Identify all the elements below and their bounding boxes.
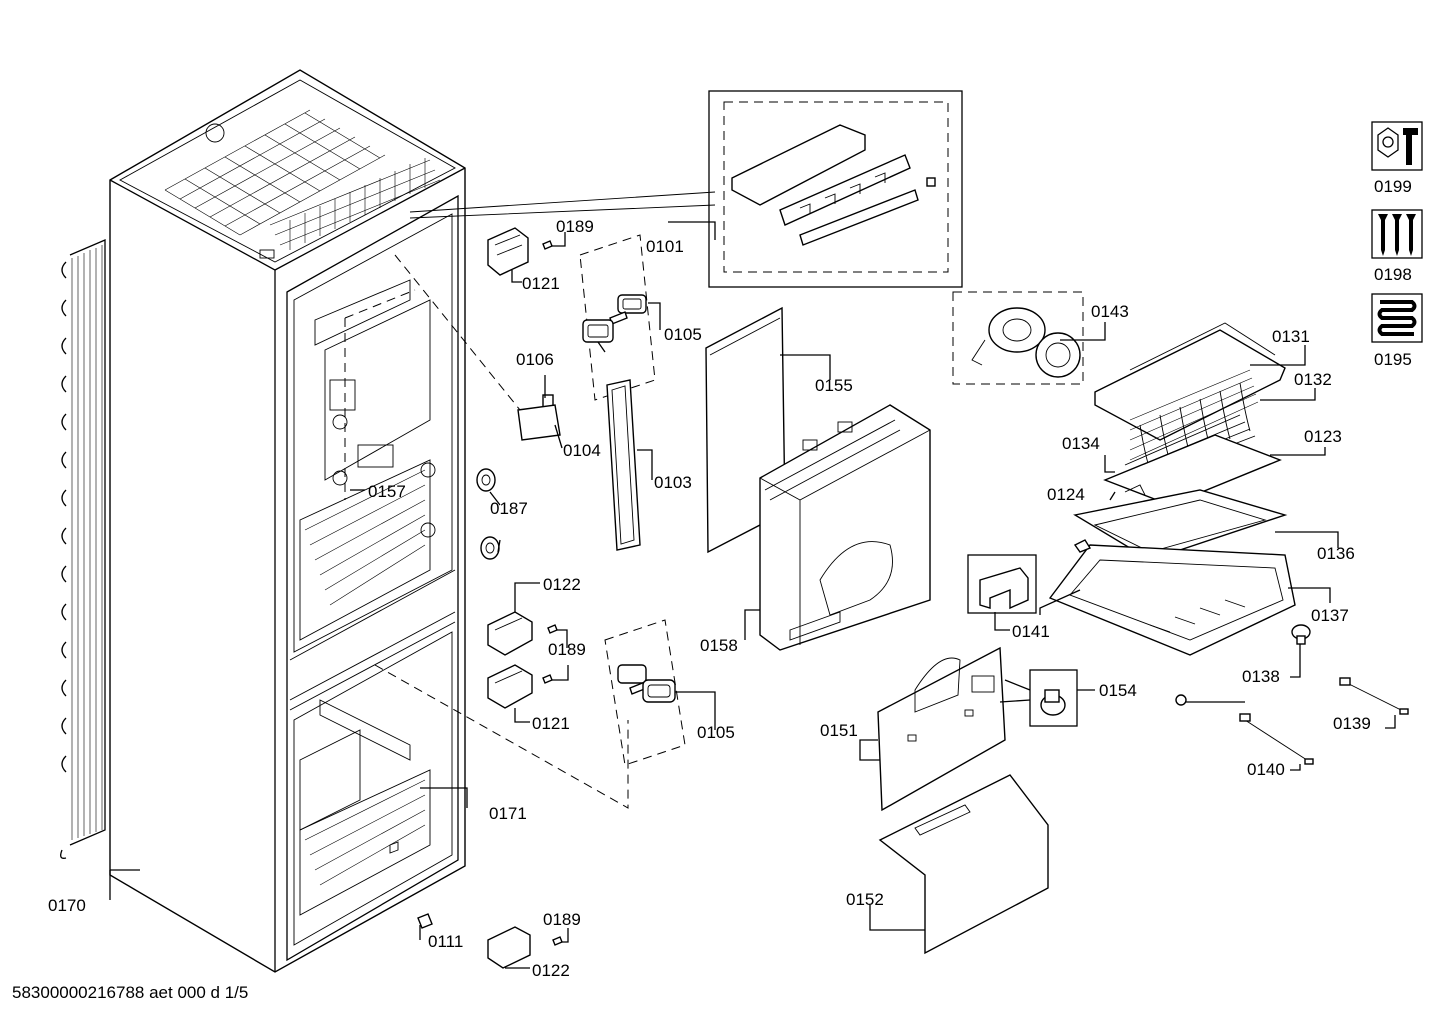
sensor-0124 bbox=[1124, 484, 1146, 496]
label-0124: 0124 bbox=[1047, 485, 1085, 504]
evaporator-coil-0132 bbox=[1129, 369, 1259, 471]
document-id-footer: 58300000216788 aet 000 d 1/5 bbox=[12, 983, 248, 1002]
drain-heater-0136 bbox=[1073, 489, 1288, 561]
door-strip-0103 bbox=[606, 379, 641, 551]
control-unit-inset bbox=[708, 90, 963, 288]
label-0103: 0103 bbox=[654, 473, 692, 492]
label-0154: 0154 bbox=[1099, 681, 1137, 700]
label-0105-top: 0105 bbox=[664, 325, 702, 344]
screws-icon bbox=[1371, 209, 1423, 259]
label-0143: 0143 bbox=[1091, 302, 1129, 321]
label-0105-bottom: 0105 bbox=[697, 723, 735, 742]
handle-0105-top bbox=[582, 294, 647, 343]
label-0187: 0187 bbox=[490, 499, 528, 518]
leader-0104 bbox=[394, 254, 521, 411]
part-labels: 0101 0189 0121 0105 0106 0104 0103 0157 … bbox=[48, 177, 1412, 980]
drain-tray-0137 bbox=[1048, 544, 1296, 656]
bracket-0121-top bbox=[487, 227, 529, 276]
sensor-cable-0139 bbox=[1339, 677, 1409, 715]
bracket-0141 bbox=[967, 554, 1037, 614]
condenser-coil bbox=[60, 239, 106, 859]
label-0121-bottom: 0121 bbox=[532, 714, 570, 733]
label-0123: 0123 bbox=[1304, 427, 1342, 446]
label-0137: 0137 bbox=[1311, 606, 1349, 625]
screw-0189-bottom bbox=[552, 936, 563, 946]
icon-code-0199: 0199 bbox=[1374, 177, 1412, 196]
label-0138: 0138 bbox=[1242, 667, 1280, 686]
leader-lines-to-0101 bbox=[409, 191, 716, 219]
label-0139: 0139 bbox=[1333, 714, 1371, 733]
label-0155: 0155 bbox=[815, 376, 853, 395]
leader-lines bbox=[109, 221, 1396, 969]
air-duct-0151 bbox=[877, 646, 1006, 812]
bracket-0122-bottom bbox=[487, 926, 531, 969]
icon-code-0198: 0198 bbox=[1374, 265, 1412, 284]
label-0151: 0151 bbox=[820, 721, 858, 740]
label-0171: 0171 bbox=[489, 804, 527, 823]
sensor-cable-0140 bbox=[1239, 713, 1314, 765]
bracket-0122-mid bbox=[487, 611, 533, 656]
label-0106: 0106 bbox=[516, 350, 554, 369]
heater-coil-icon bbox=[1371, 293, 1423, 343]
label-0101: 0101 bbox=[646, 237, 684, 256]
label-0122-bottom: 0122 bbox=[532, 961, 570, 980]
fridge-cabinet bbox=[109, 69, 466, 973]
label-0122-mid: 0122 bbox=[543, 575, 581, 594]
label-0189-top: 0189 bbox=[556, 217, 594, 236]
screw-0189-mid bbox=[547, 624, 558, 634]
label-0131: 0131 bbox=[1272, 327, 1310, 346]
clip-0111 bbox=[417, 913, 433, 929]
cover-plate-0104 bbox=[517, 404, 561, 441]
icon-code-0195: 0195 bbox=[1374, 350, 1412, 369]
label-0132: 0132 bbox=[1294, 370, 1332, 389]
tool-wrench-icon bbox=[1371, 121, 1423, 171]
rollers-0187 bbox=[476, 468, 500, 560]
plug-0138 bbox=[1291, 624, 1311, 645]
label-0157: 0157 bbox=[368, 482, 406, 501]
sensor-clip bbox=[1073, 539, 1092, 553]
label-0189-bottom: 0189 bbox=[543, 910, 581, 929]
fan-assembly-0143 bbox=[952, 291, 1084, 385]
label-0111: 0111 bbox=[428, 932, 463, 951]
tray-0123 bbox=[1103, 434, 1282, 506]
housing-0158 bbox=[759, 404, 931, 651]
knob-0154 bbox=[1029, 669, 1078, 727]
screw-0140 bbox=[1175, 694, 1187, 706]
label-0121-top: 0121 bbox=[522, 274, 560, 293]
screw-0189-low bbox=[542, 674, 553, 684]
label-0189-mid: 0189 bbox=[548, 640, 586, 659]
label-0152: 0152 bbox=[846, 890, 884, 909]
frame-0157 bbox=[344, 289, 416, 500]
frame-0105a bbox=[579, 234, 656, 401]
baffle-0152 bbox=[878, 774, 1049, 955]
leader-0171-bottom bbox=[374, 664, 629, 809]
label-0136: 0136 bbox=[1317, 544, 1355, 563]
label-0104: 0104 bbox=[563, 441, 601, 460]
label-0158: 0158 bbox=[700, 636, 738, 655]
bracket-0121-bottom bbox=[487, 664, 533, 709]
handle-0105-bottom bbox=[617, 664, 676, 703]
label-0134: 0134 bbox=[1062, 434, 1100, 453]
evaporator-cover-0131 bbox=[1094, 322, 1286, 441]
label-0140: 0140 bbox=[1247, 760, 1285, 779]
screw-0189-top bbox=[542, 240, 553, 250]
label-0170: 0170 bbox=[48, 896, 86, 915]
label-0141: 0141 bbox=[1012, 622, 1050, 641]
